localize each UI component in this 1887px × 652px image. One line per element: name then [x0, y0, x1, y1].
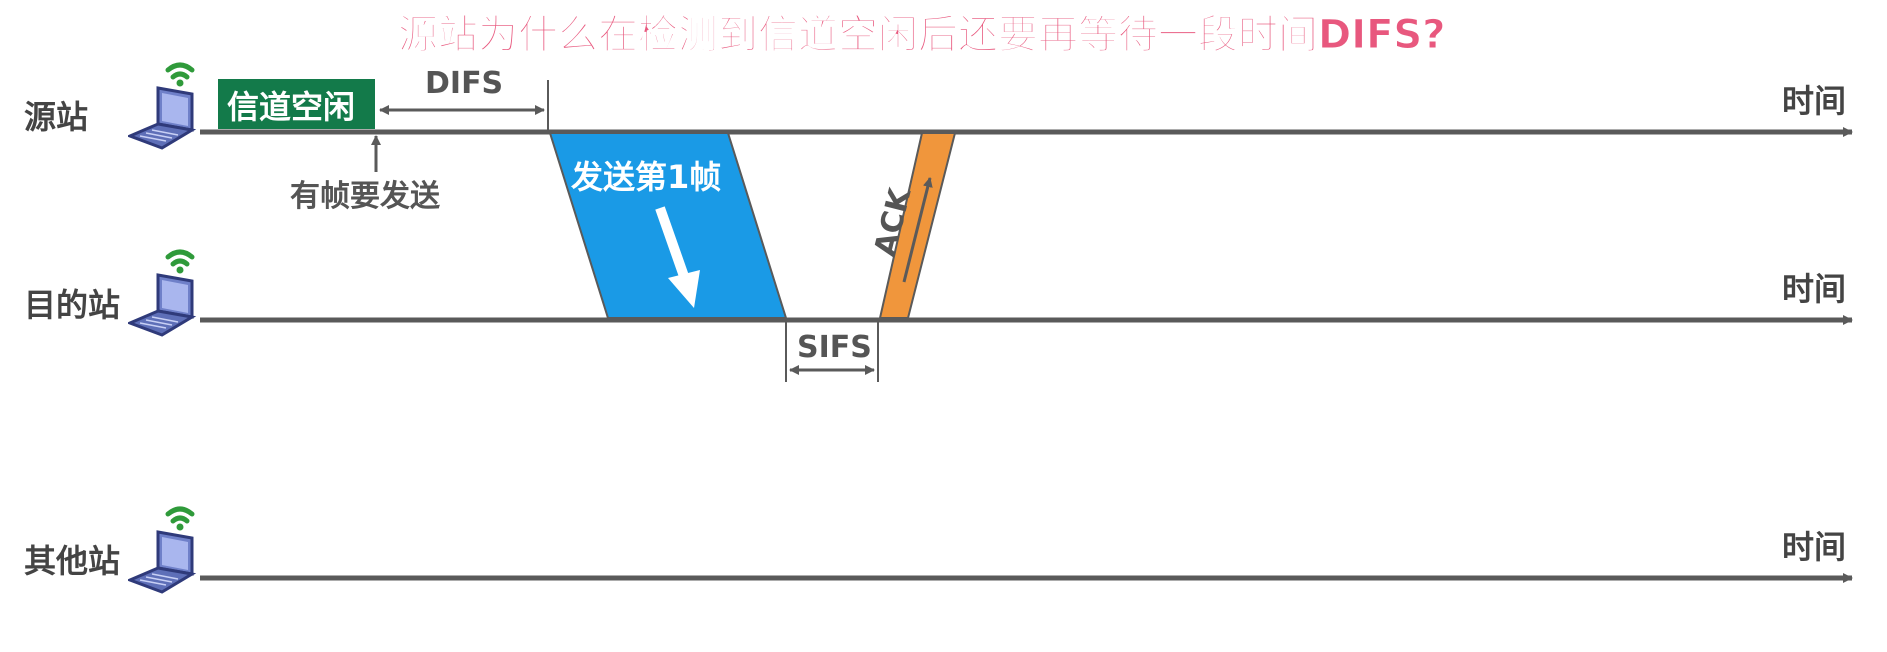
ack-transmission: ACK	[868, 132, 957, 319]
channel-idle-label: 信道空闲	[227, 88, 355, 126]
frame-label: 发送第1帧	[571, 158, 721, 196]
source-station-label: 源站	[24, 98, 88, 136]
difs-label: DIFS	[425, 66, 503, 101]
destination-station: 目的站 时间	[24, 252, 1853, 335]
has-frame-label: 有帧要发送	[290, 179, 440, 214]
up-arrow-icon	[902, 177, 933, 283]
source-station: 源站 时间	[24, 65, 1853, 148]
laptop-icon	[130, 509, 192, 592]
difs-interval: DIFS	[379, 66, 549, 132]
channel-idle-box: 信道空闲	[218, 79, 375, 129]
frame-transmission: 发送第1帧	[548, 132, 788, 319]
other-time-label: 时间	[1782, 528, 1846, 566]
down-arrow-icon	[655, 206, 700, 308]
has-frame-annotation: 有帧要发送	[290, 135, 440, 214]
laptop-icon	[130, 252, 192, 335]
laptop-icon	[130, 65, 192, 148]
source-time-label: 时间	[1782, 82, 1846, 120]
sifs-label: SIFS	[797, 330, 872, 365]
other-station-label: 其他站	[24, 542, 120, 580]
page-title: 源站为什么在检测到信道空闲后还要再等待一段时间DIFS?	[398, 12, 1445, 58]
destination-station-label: 目的站	[24, 286, 120, 324]
destination-time-label: 时间	[1782, 270, 1846, 308]
other-station: 其他站 时间	[24, 509, 1853, 592]
sifs-interval: SIFS	[785, 322, 879, 382]
